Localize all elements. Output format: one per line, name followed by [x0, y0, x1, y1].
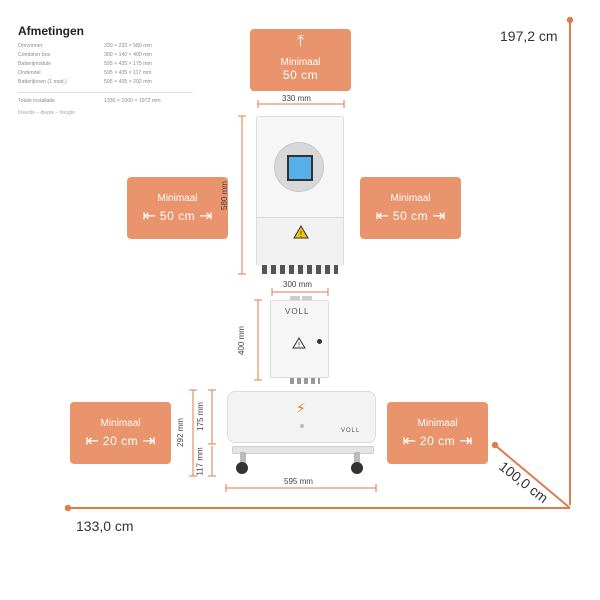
spec-label: Batterijmodule — [18, 61, 52, 67]
clearance-label: Minimaal — [280, 57, 321, 68]
divider — [18, 92, 193, 93]
combiner-height-label: 400 mm — [236, 326, 246, 355]
arrow-up-icon: ⤒ — [296, 33, 305, 50]
combiner-top-gland — [302, 296, 312, 300]
arrow-right-icon: ⇥ — [199, 208, 213, 225]
inverter-height-label: 580 mm — [219, 181, 229, 210]
combiner-width-label: 300 mm — [283, 280, 312, 289]
stand-leg — [240, 452, 246, 466]
lightning-icon: ⚡ — [296, 400, 306, 416]
warning-icon: ! — [293, 225, 309, 239]
clearance-label: Minimaal — [417, 418, 458, 429]
battery-module-label: 175 mm — [195, 402, 205, 431]
clearance-value: 50 cm — [159, 209, 196, 223]
arrow-right-icon: ⇥ — [142, 433, 156, 450]
depth-line-end — [491, 441, 499, 449]
spec-value: 1330 × 1000 × 1972 mm — [104, 98, 161, 104]
spec-value: 330 × 232 × 580 mm — [104, 43, 152, 49]
warning-icon: ! — [292, 337, 306, 349]
brand-logo: VOLL — [341, 428, 361, 434]
spec-label: Totale installatie — [18, 98, 55, 104]
clearance-value: 50 cm — [392, 209, 429, 223]
spec-value: 300 × 140 × 400 mm — [104, 52, 152, 58]
clearance-left-battery-box: Minimaal ⇤ 20 cm ⇥ — [70, 402, 171, 464]
clearance-value: 20 cm — [102, 434, 139, 448]
inverter-width-label: 330 mm — [282, 94, 311, 103]
inverter: ! — [256, 116, 344, 266]
clearance-left-inverter-box: Minimaal ⇤ 50 cm ⇥ — [127, 177, 228, 239]
clearance-right-battery-box: Minimaal ⇤ 20 cm ⇥ — [387, 402, 488, 464]
arrow-right-icon: ⇥ — [459, 433, 473, 450]
width-line-end — [64, 504, 72, 512]
clearance-label: Minimaal — [157, 193, 198, 204]
svg-text:!: ! — [298, 341, 301, 349]
wheel — [236, 462, 248, 474]
depth-line — [495, 445, 571, 509]
overall-width-label: 133,0 cm — [76, 518, 134, 534]
battery-led — [300, 424, 304, 428]
spec-value: 595 × 435 × 175 mm — [104, 61, 152, 67]
clearance-value: 50 cm — [282, 68, 319, 82]
arrow-left-icon: ⇤ — [142, 208, 156, 225]
spec-value: 595 × 435 × 292 mm — [104, 79, 152, 85]
svg-text:!: ! — [299, 230, 302, 239]
arrow-right-icon: ⇥ — [432, 208, 446, 225]
inverter-lower-panel — [257, 217, 343, 266]
spec-label: Onderstel — [18, 70, 41, 76]
combiner-top-gland — [290, 296, 300, 300]
battery-total-label: 292 mm — [175, 418, 185, 447]
clearance-value: 20 cm — [419, 434, 456, 448]
wheel — [351, 462, 363, 474]
combiner-box: VOLL ! — [270, 300, 329, 378]
arrow-left-icon: ⇤ — [402, 433, 416, 450]
height-line-end — [566, 16, 574, 24]
battery-module: ⚡ VOLL — [227, 391, 376, 443]
clearance-label: Minimaal — [390, 193, 431, 204]
spec-label: Combiner box — [18, 52, 51, 58]
spec-value: 595 × 435 × 117 mm — [104, 70, 152, 76]
inverter-connectors — [262, 265, 338, 274]
overall-height-label: 197,2 cm — [500, 28, 558, 44]
clearance-right-inverter-box: Minimaal ⇤ 50 cm ⇥ — [360, 177, 461, 239]
stand-leg — [354, 452, 360, 466]
clearance-label: Minimaal — [100, 418, 141, 429]
arrow-left-icon: ⇤ — [85, 433, 99, 450]
dimension-order-note: breedte – diepte – hoogte — [18, 110, 75, 116]
clearance-top-box: ⤒ Minimaal 50 cm — [250, 29, 351, 91]
stand-label: 117 mm — [195, 447, 205, 476]
battery-width-label: 595 mm — [284, 477, 313, 486]
arrow-left-icon: ⇤ — [375, 208, 389, 225]
page-title: Afmetingen — [18, 24, 84, 38]
brand-logo: VOLL — [285, 307, 310, 316]
lock-knob — [317, 339, 322, 344]
stand-base — [232, 446, 374, 454]
spec-label: Batterijtoren (1 mod.) — [18, 79, 67, 85]
inverter-screen — [287, 155, 313, 181]
spec-label: Omvormer — [18, 43, 43, 49]
combiner-bottom-glands — [290, 378, 320, 384]
